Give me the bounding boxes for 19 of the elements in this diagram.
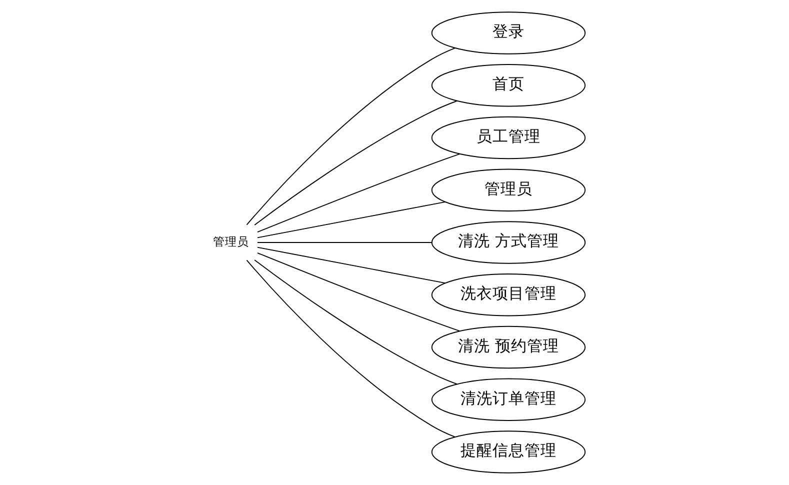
connector <box>246 260 455 438</box>
connector <box>254 100 457 226</box>
node-ellipse: 管理员 <box>430 168 586 212</box>
node-ellipse: 清洗订单管理 <box>430 378 586 421</box>
connector <box>256 246 446 284</box>
node-ellipse: 清洗 预约管理 <box>430 326 586 369</box>
node-ellipse: 员工管理 <box>430 116 586 160</box>
connector <box>256 252 460 332</box>
node-ellipse: 洗衣项目管理 <box>430 274 586 316</box>
node-ellipse: 清洗 方式管理 <box>430 221 586 264</box>
node-ellipse: 首页 <box>430 64 586 107</box>
node-text: 管理员 <box>212 234 249 249</box>
connector <box>256 201 446 238</box>
node-ellipse: 登录 <box>430 12 586 54</box>
connector <box>256 242 432 243</box>
connector <box>254 260 457 384</box>
connector <box>246 48 455 226</box>
node-ellipse: 提醒信息管理 <box>430 430 586 474</box>
connector <box>256 153 460 233</box>
